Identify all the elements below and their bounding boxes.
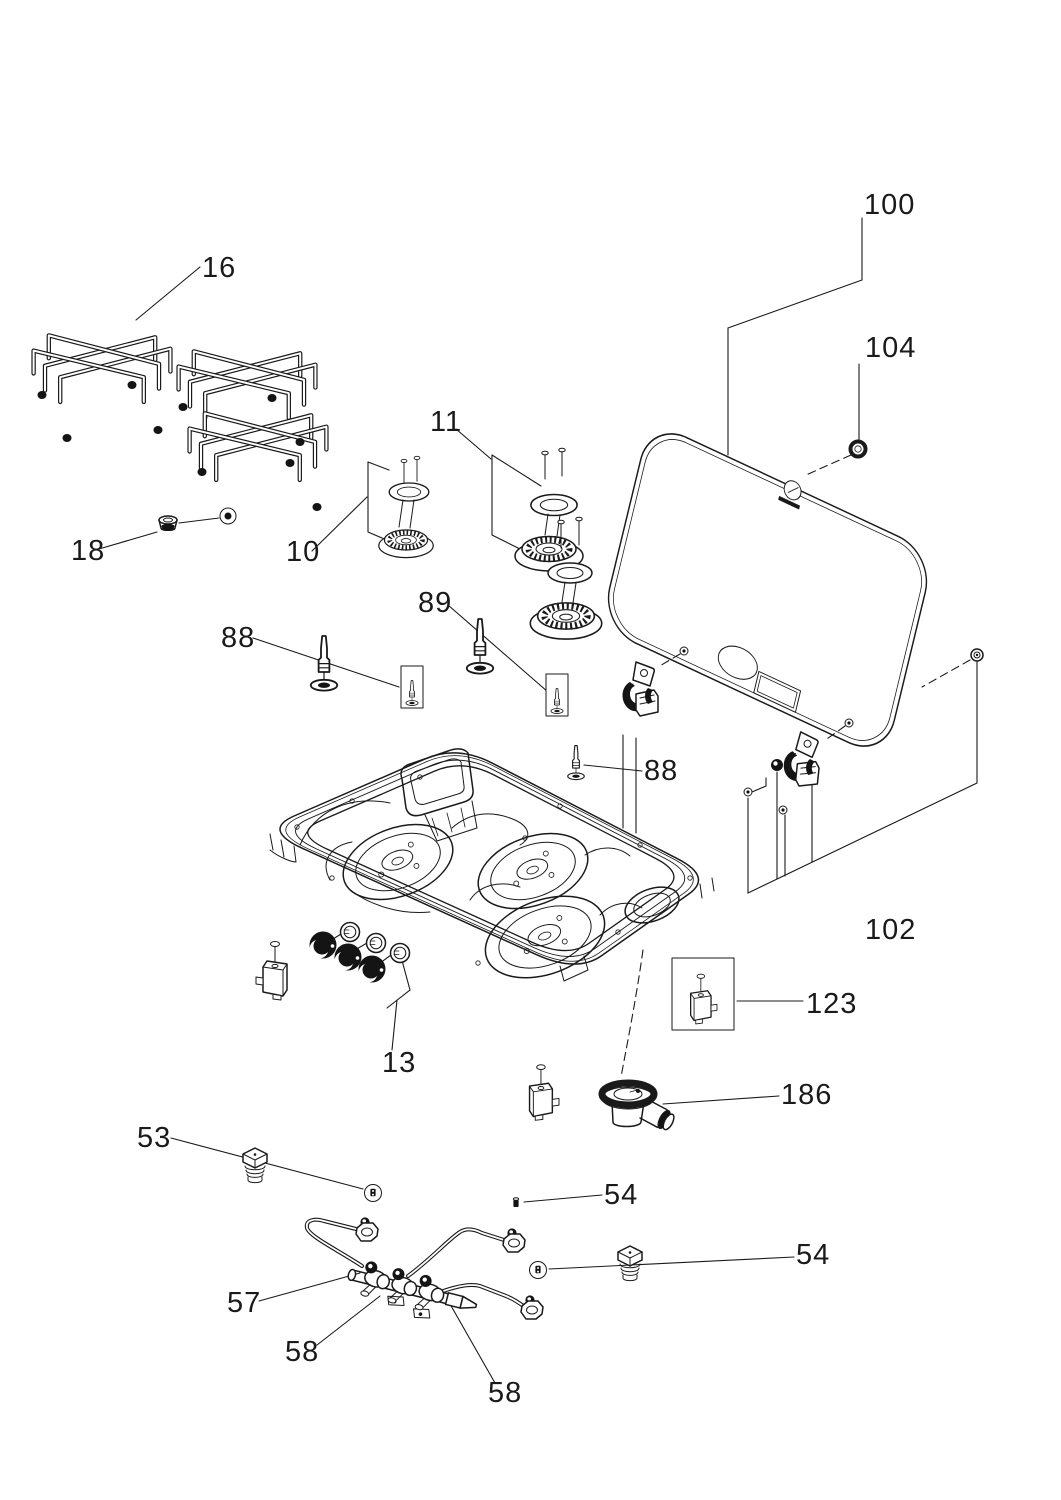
pan-support-grid: [190, 413, 327, 480]
hinge-grommet: [771, 759, 783, 771]
part-label-10: 10: [286, 536, 320, 568]
part-label-58-rear: 58: [488, 1377, 522, 1409]
lid-bushing: [848, 439, 868, 459]
glass-lid: [607, 433, 928, 747]
part-label-88-right: 88: [644, 755, 678, 787]
lid-hinge: [780, 729, 824, 789]
knob-bezel: [365, 932, 387, 954]
ignition-electrode-boxed: [546, 674, 568, 716]
lid-screw: [970, 648, 984, 662]
tray-housing-bulge: [400, 748, 474, 817]
hinge-screw: [778, 805, 788, 815]
knob-bezel: [339, 921, 361, 943]
part-label-54-upper: 54: [604, 1179, 638, 1211]
part-label-16: 16: [202, 252, 236, 284]
ignition-electrode: [567, 744, 585, 781]
ignition-switch: [528, 1064, 560, 1122]
burner-assembly-large-front: [530, 516, 601, 639]
sealing-cap: [242, 1147, 268, 1184]
part-label-123: 123: [806, 988, 857, 1020]
part-label-57: 57: [227, 1287, 261, 1319]
burner-recess: [484, 895, 606, 979]
micro-switch-boxed: [671, 957, 735, 1031]
part-label-58-front: 58: [285, 1336, 319, 1368]
rubber-foot-grommet: [158, 515, 178, 532]
pipe-nut: [502, 1227, 526, 1253]
part-label-53: 53: [137, 1122, 171, 1154]
part-label-89: 89: [418, 587, 452, 619]
burner-recess: [477, 832, 589, 910]
sink-cutout: [624, 886, 680, 924]
hob-tray: [269, 748, 715, 982]
ignition-electrode: [465, 618, 495, 675]
burner-recess: [342, 823, 454, 901]
part-label-100: 100: [864, 189, 915, 221]
injector-jet: [364, 1184, 382, 1202]
lid-oval-cutout: [717, 645, 758, 680]
pipe-nut: [520, 1294, 544, 1320]
rubber-feet: [37, 381, 322, 511]
part-label-102: 102: [865, 914, 916, 946]
control-knob: [334, 943, 362, 971]
part-label-88-left: 88: [221, 622, 255, 654]
hinge-screw: [844, 718, 854, 728]
burner-assembly-small: [379, 455, 433, 557]
gas-manifold: [347, 1259, 478, 1319]
pan-support-grid: [34, 335, 171, 402]
ignition-electrode-boxed: [401, 666, 423, 708]
part-label-13: 13: [382, 1047, 416, 1079]
gas-valve: [411, 1272, 449, 1316]
part-label-11: 11: [430, 406, 462, 438]
control-knob: [358, 955, 386, 983]
pipe-nut: [355, 1216, 379, 1242]
sealing-cap: [617, 1245, 643, 1282]
gas-pipes: [304, 1217, 528, 1310]
knob-bezel: [389, 942, 411, 964]
pan-support-grid: [179, 351, 316, 418]
part-label-186: 186: [781, 1079, 832, 1111]
part-label-54-lower: 54: [796, 1239, 830, 1271]
injector-jet: [529, 1261, 547, 1279]
part-label-18: 18: [71, 535, 105, 567]
injector-jet: [512, 1197, 520, 1208]
hinge-screw: [743, 787, 753, 797]
drain-spout: [602, 1083, 677, 1133]
burner-assembly-large-rear: [515, 447, 583, 571]
lid-hinge: [621, 661, 659, 717]
ignition-electrode: [309, 635, 339, 692]
lid-rating-plate: [753, 670, 802, 713]
control-knob: [309, 931, 337, 959]
part-label-104: 104: [865, 332, 916, 364]
hinge-screw: [679, 646, 689, 656]
foot-detail: [219, 507, 237, 525]
micro-switch: [255, 940, 288, 1001]
